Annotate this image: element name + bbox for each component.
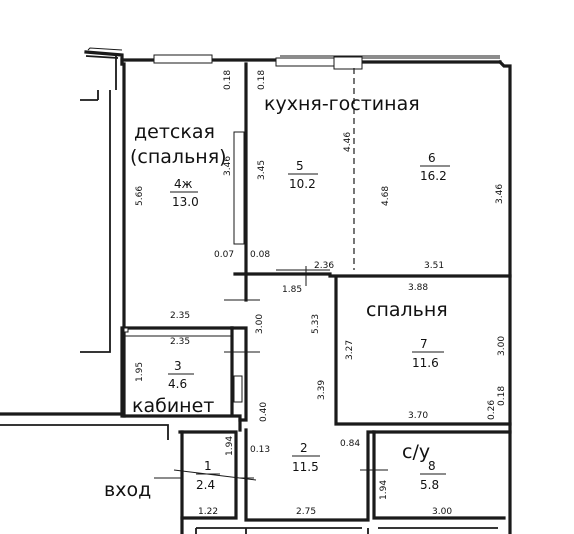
dim-label: 0.13 (250, 445, 270, 455)
dim-label: 1.94 (225, 436, 235, 456)
dim-label: 1.22 (198, 507, 218, 517)
corner-marker (123, 327, 129, 333)
room-labels: детская (спальня) 4ж 13.0 кухня-гостиная… (104, 93, 450, 501)
dim-label: 1.95 (135, 362, 145, 382)
room-area-1: 2.4 (196, 478, 215, 492)
room-number-3: 3 (174, 359, 182, 373)
dim-label: 5.66 (135, 186, 145, 206)
room-number-1: 1 (204, 459, 212, 473)
dim-label: 5.33 (311, 314, 321, 334)
room-area-4: 13.0 (172, 195, 199, 209)
wardrobe (233, 131, 245, 245)
dim-label: 0.18 (257, 70, 267, 90)
room-label-children: детская (134, 121, 215, 143)
dim-label: 3.39 (317, 380, 327, 400)
dim-label: 3.00 (497, 336, 507, 356)
dim-label: 0.84 (340, 439, 360, 449)
dimensions: 0.18 0.18 4.46 5.66 3.45 3.46 4.68 3.46 … (135, 70, 507, 517)
window-kitchen-pillar (333, 56, 363, 70)
room-label-cabinet: кабинет (132, 395, 214, 417)
dim-label: 0.40 (259, 402, 269, 422)
dim-label: 0.18 (497, 386, 507, 406)
room-number-8: 8 (428, 459, 436, 473)
window-kitchen (275, 57, 335, 67)
dim-label: 2.75 (296, 507, 316, 517)
room-area-2: 11.5 (292, 460, 319, 474)
room-number-2: 2 (300, 441, 308, 455)
room-area-8: 5.8 (420, 478, 439, 492)
room-number-4: 4ж (174, 177, 193, 191)
room-number-5: 5 (296, 159, 304, 173)
dim-label: 3.70 (408, 411, 428, 421)
dim-label: 0.08 (250, 250, 270, 260)
room-area-3: 4.6 (168, 377, 187, 391)
room-label-children-sub: (спальня) (130, 146, 227, 168)
dim-label: 1.85 (282, 285, 302, 295)
dim-label: 3.45 (257, 160, 267, 180)
dim-label: 0.26 (487, 400, 497, 420)
room-number-7: 7 (420, 337, 428, 351)
room-area-6: 16.2 (420, 169, 447, 183)
dim-label: 2.36 (314, 261, 334, 271)
dim-label: 3.51 (424, 261, 444, 271)
dim-label: 3.88 (408, 283, 428, 293)
dim-label: 3.46 (223, 156, 233, 176)
dim-label: 2.35 (170, 337, 190, 347)
window-children-room (153, 54, 213, 64)
dim-label: 3.27 (345, 340, 355, 360)
dim-label: 3.00 (432, 507, 452, 517)
room-label-bedroom: спальня (366, 299, 448, 321)
dim-label: 1.94 (379, 480, 389, 500)
windows (87, 47, 500, 403)
dim-label: 3.00 (255, 314, 265, 334)
room-label-bathroom: с/у (402, 441, 430, 463)
dim-label: 4.46 (343, 132, 353, 152)
door-cabinet (233, 375, 243, 403)
dim-label: 0.07 (214, 250, 234, 260)
room-area-7: 11.6 (412, 356, 439, 370)
room-label-entrance: вход (104, 479, 151, 501)
dim-label: 2.35 (170, 311, 190, 321)
dim-label: 4.68 (381, 186, 391, 206)
room-number-6: 6 (428, 151, 436, 165)
dim-label: 0.18 (223, 70, 233, 90)
room-label-kitchen-living: кухня-гостиная (264, 93, 420, 115)
walls (0, 50, 512, 534)
partitions (122, 68, 388, 481)
room-area-5: 10.2 (289, 177, 316, 191)
dim-label: 3.46 (495, 184, 505, 204)
